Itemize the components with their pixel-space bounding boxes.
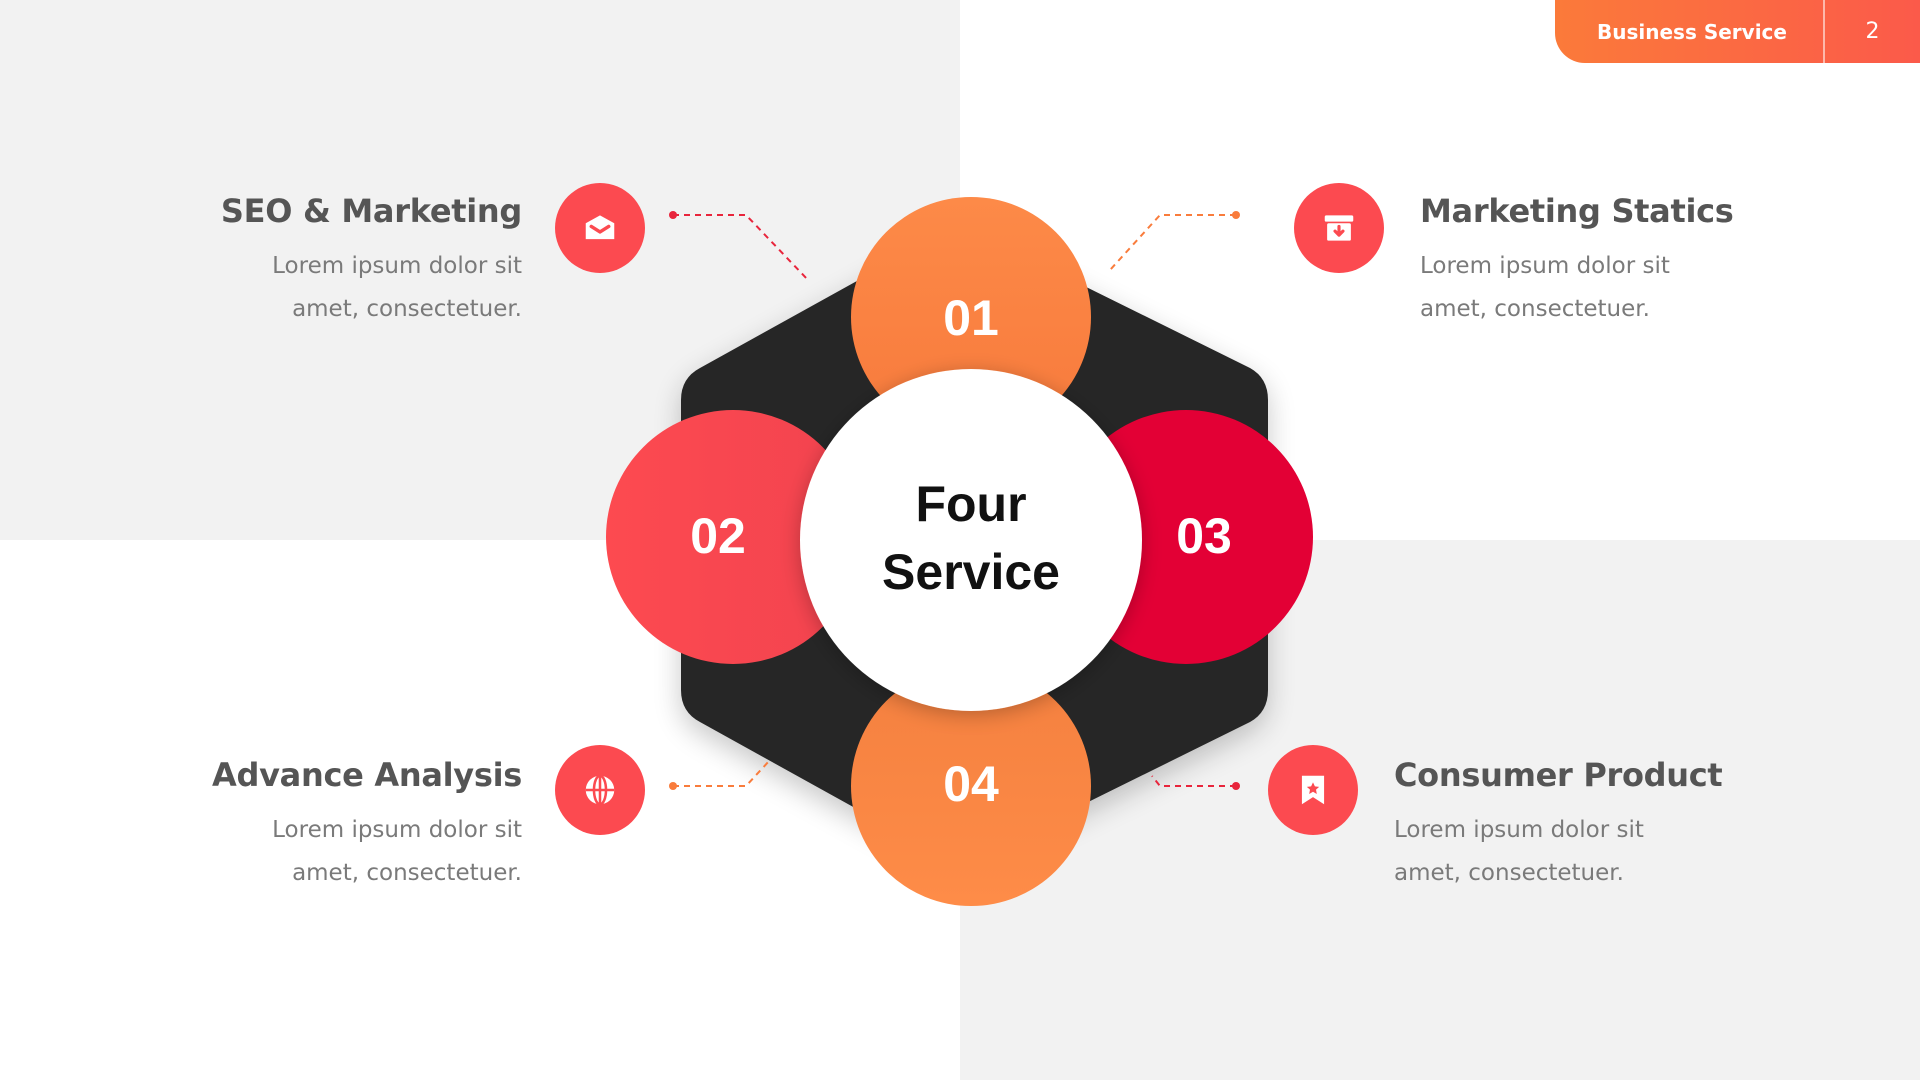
connector-consumer-dot [1232, 782, 1240, 790]
envelope-icon [555, 183, 645, 273]
service-desc-seo-line1: Lorem ipsum dolor sit [272, 253, 522, 279]
service-desc-marketing-statics: Lorem ipsum dolor sit amet, consectetuer… [1420, 245, 1750, 331]
service-desc-advance-analysis-line1: Lorem ipsum dolor sit [272, 817, 522, 843]
header-title: Business Service [1597, 19, 1787, 44]
service-desc-marketing-statics-line2: amet, consectetuer. [1420, 296, 1650, 322]
header-tab: Business Service 2 [1555, 0, 1920, 63]
connector-analysis-dot [669, 782, 677, 790]
service-title-seo: SEO & Marketing [220, 192, 522, 230]
service-desc-advance-analysis: Lorem ipsum dolor sit amet, consectetuer… [192, 809, 522, 895]
service-title-advance-analysis: Advance Analysis [212, 756, 522, 794]
center-label-line2: Service [882, 544, 1060, 600]
petal-04-number: 04 [943, 756, 999, 812]
center-circle [800, 369, 1142, 711]
connector-marketing [1109, 214, 1236, 271]
service-desc-consumer-product: Lorem ipsum dolor sit amet, consectetuer… [1394, 809, 1724, 895]
page-number: 2 [1865, 19, 1880, 44]
connector-seo [673, 214, 809, 281]
bookmark-star-icon [1268, 745, 1358, 835]
service-desc-seo: Lorem ipsum dolor sit amet, consectetuer… [192, 245, 522, 331]
petal-01 [851, 197, 1091, 437]
petal-03-number: 03 [1176, 508, 1232, 564]
service-title-consumer-product: Consumer Product [1394, 756, 1723, 794]
connector-consumer [1151, 775, 1236, 787]
service-desc-marketing-statics-line1: Lorem ipsum dolor sit [1420, 253, 1670, 279]
petal-01-number: 01 [943, 290, 999, 346]
petal-02-number: 02 [690, 508, 746, 564]
connector-seo-dot [669, 211, 677, 219]
archive-download-icon [1294, 183, 1384, 273]
service-desc-seo-line2: amet, consectetuer. [292, 296, 522, 322]
connector-analysis [673, 759, 771, 787]
petal-04 [851, 666, 1091, 906]
connector-marketing-dot [1232, 211, 1240, 219]
center-label-line1: Four [915, 476, 1026, 532]
header-divider [1823, 0, 1825, 63]
service-desc-consumer-product-line2: amet, consectetuer. [1394, 860, 1624, 886]
service-desc-advance-analysis-line2: amet, consectetuer. [292, 860, 522, 886]
service-desc-consumer-product-line1: Lorem ipsum dolor sit [1394, 817, 1644, 843]
service-title-marketing-statics: Marketing Statics [1420, 192, 1734, 230]
petal-02 [606, 410, 860, 664]
globe-icon [555, 745, 645, 835]
